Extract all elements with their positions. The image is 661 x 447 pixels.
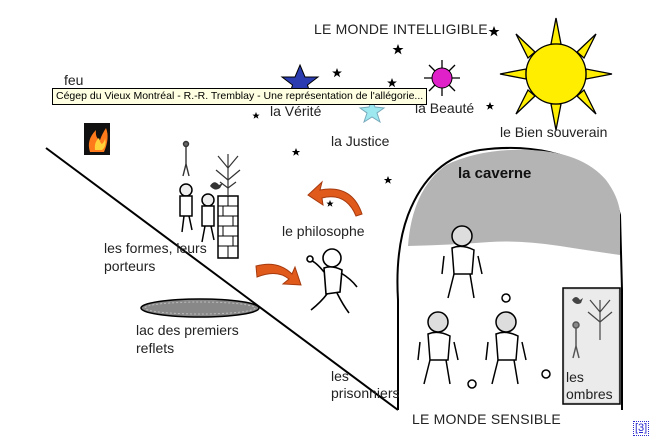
image-tooltip: Cégep du Vieux Montréal - R.-R. Tremblay… (52, 88, 428, 105)
arrow-down-icon (255, 263, 302, 286)
citation-link[interactable]: [3] (633, 421, 650, 436)
beauty-burst-icon (424, 60, 460, 96)
slope-line (45, 147, 399, 411)
tree-icon (215, 154, 241, 196)
label-beauty: la Beauté (415, 100, 475, 116)
wall-icon (217, 195, 239, 259)
sun-icon (499, 17, 613, 131)
intelligible-world-title: LE MONDE INTELLIGIBLE (314, 21, 488, 37)
fire-icon (84, 123, 110, 155)
philosopher-icon (306, 248, 358, 314)
shadow-figure (572, 321, 580, 359)
label-prisoners: les prisonniers (331, 368, 400, 401)
shadow-bird (572, 297, 583, 304)
shadow-tree (587, 299, 613, 340)
label-forms-bearers: les formes, leurs porteurs (104, 240, 207, 274)
stars (252, 26, 500, 207)
label-justice: la Justice (331, 133, 390, 149)
arrow-up-icon (307, 180, 363, 217)
lake-icon (140, 298, 260, 318)
prisoners-icon (417, 225, 551, 389)
label-sovereign-good: le Bien souverain (500, 124, 608, 140)
label-truth: la Vérité (270, 103, 322, 119)
label-shadows: les ombres (566, 369, 613, 402)
label-cave: la caverne (458, 165, 532, 182)
label-lake: lac des premiers reflets (136, 322, 239, 356)
justice-star-icon (358, 97, 386, 124)
label-philosopher: le philosophe (282, 223, 365, 239)
bird-icon (210, 182, 223, 190)
label-fire: feu (64, 72, 84, 88)
porters-icon (179, 183, 215, 243)
carried-figure-icon (182, 140, 190, 177)
sensible-world-title: LE MONDE SENSIBLE (412, 411, 561, 427)
